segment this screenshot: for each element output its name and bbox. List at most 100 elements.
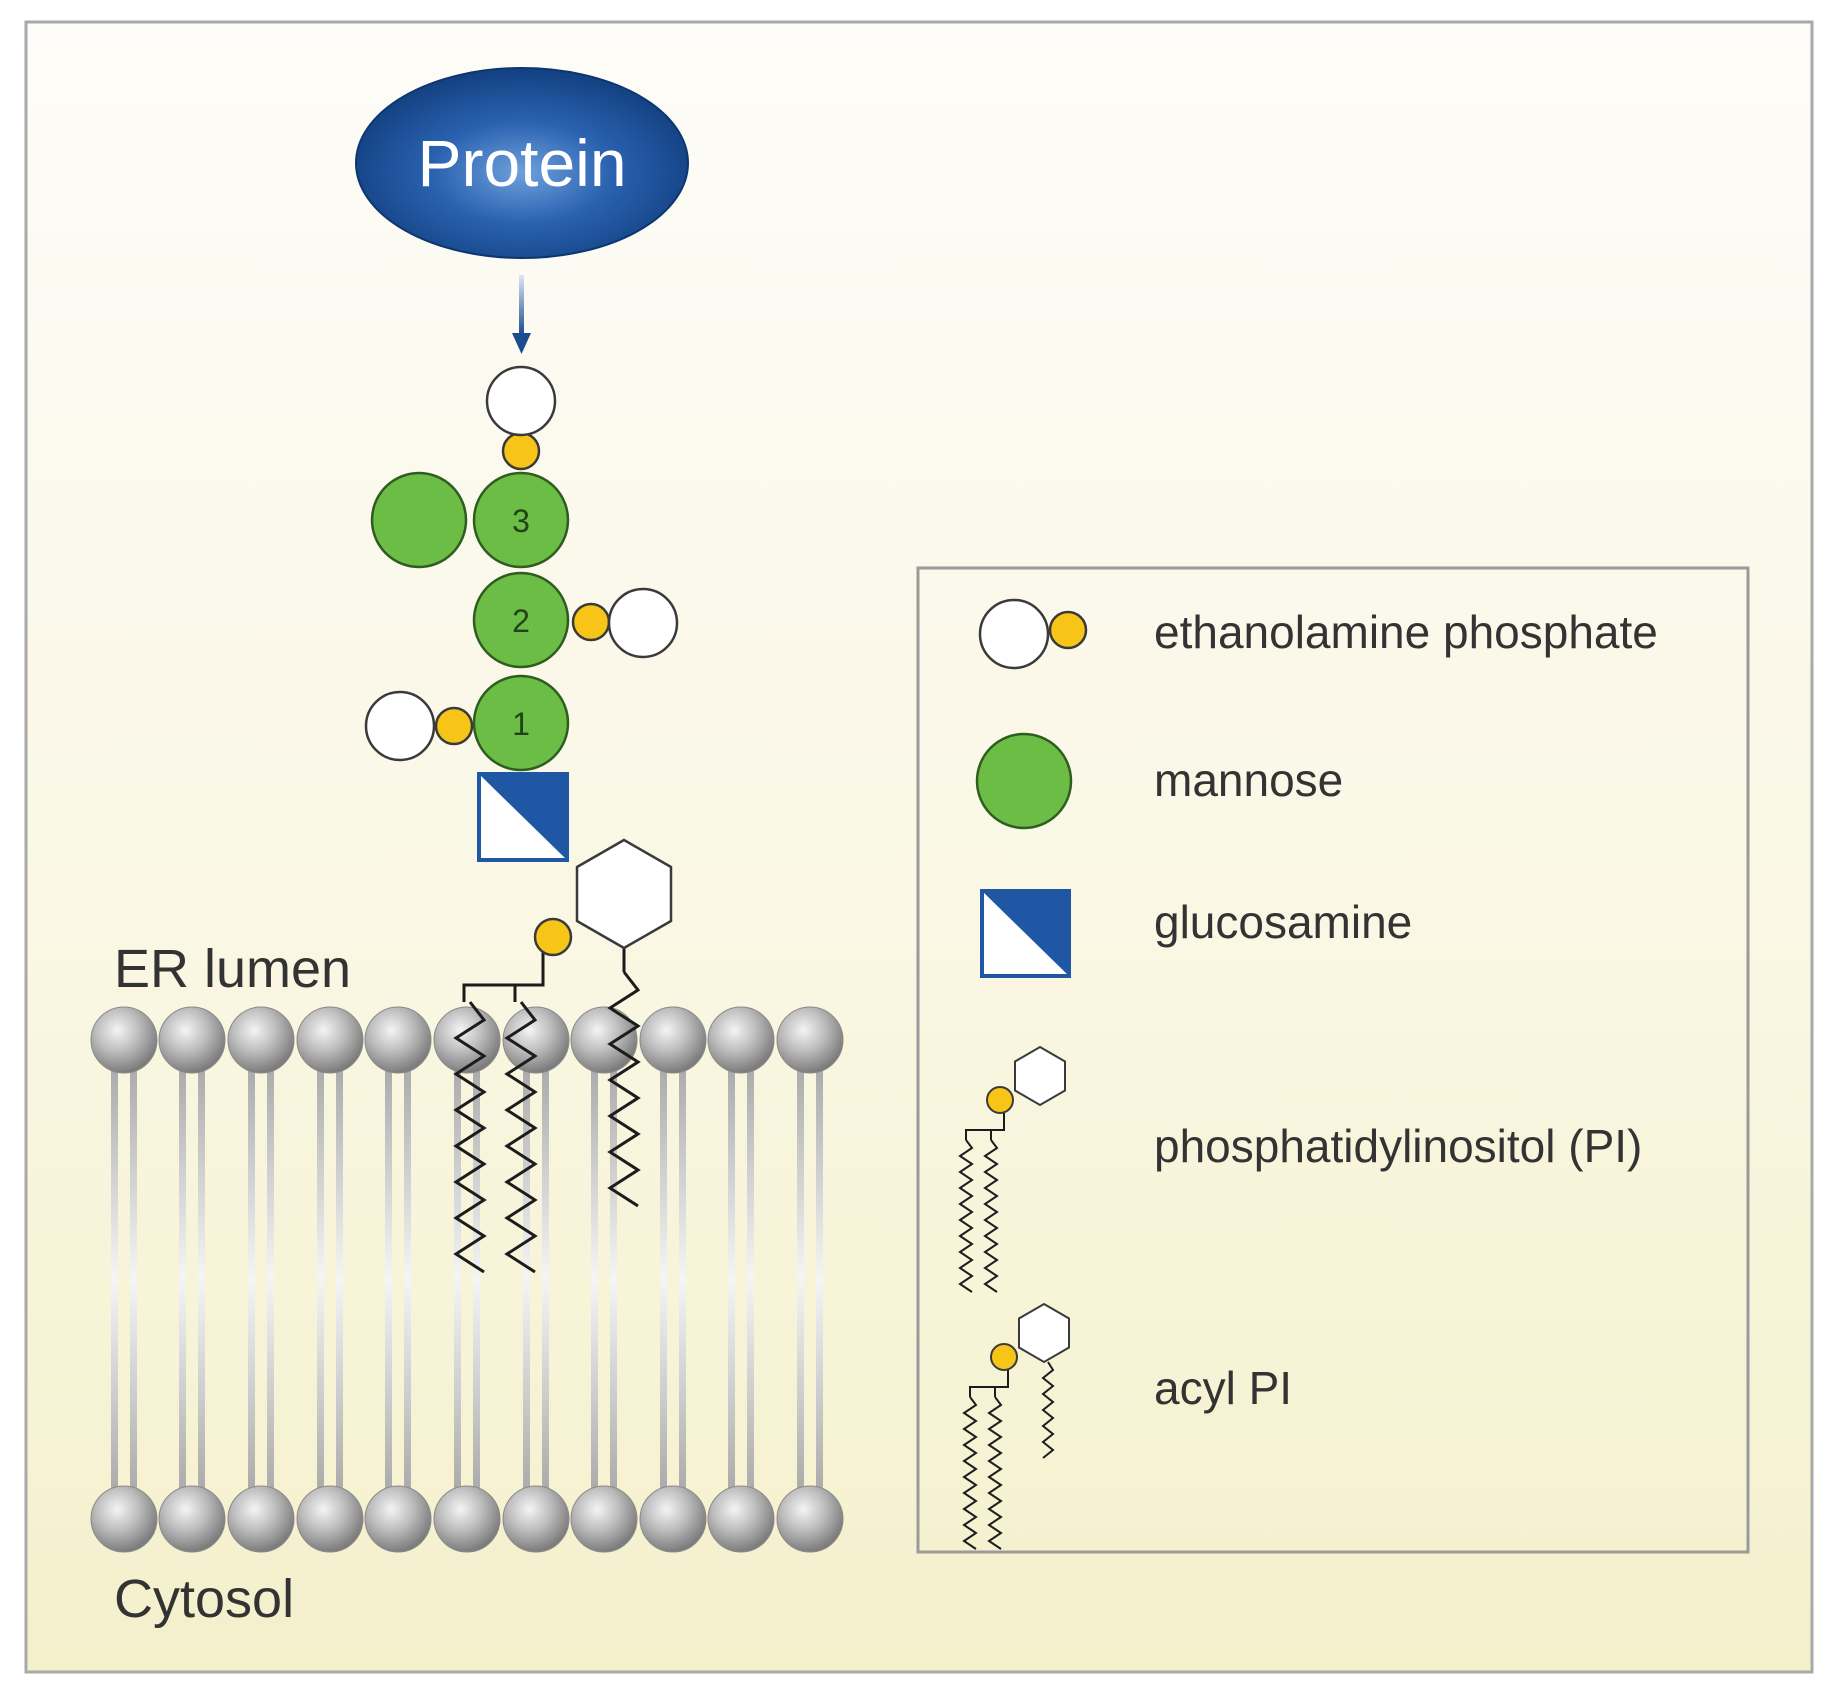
- acyl-chain-tail: [607, 971, 641, 1208]
- ethanolamine-1-icon: [364, 690, 436, 762]
- gpi-lipid-tails: [453, 948, 641, 1274]
- ethanolamine-phosphate-icon: [978, 598, 1088, 670]
- lipid-head-bottom-icon: [227, 1485, 295, 1553]
- lipid-tail-upper: [454, 1060, 461, 1499]
- lipid-tail-upper: [523, 1060, 530, 1499]
- lipid-bilayer: [90, 1006, 844, 1553]
- legend-fatty-acid-1: [958, 1139, 974, 1293]
- lipid-tail-upper: [797, 1060, 804, 1499]
- lipid-tail-upper: [591, 1060, 598, 1499]
- mannose-4-icon: [370, 471, 468, 569]
- phospholipid-3: [227, 1006, 295, 1553]
- legend: ethanolamine phosphate mannose glucosami…: [916, 566, 1750, 1554]
- lipid-tail-lower: [816, 1060, 823, 1499]
- lipid-head-top-icon: [570, 1006, 638, 1074]
- lipid-head-top-icon: [227, 1006, 295, 1074]
- lipid-head-bottom-icon: [639, 1485, 707, 1553]
- mannose-1-icon: [472, 674, 570, 772]
- glucosamine-icon: [477, 772, 569, 862]
- lipid-tail-upper: [248, 1060, 255, 1499]
- legend-inositol-hexagon-icon: [1014, 1045, 1066, 1107]
- mannose-icon: [975, 732, 1073, 830]
- lipid-head-top-icon: [776, 1006, 844, 1074]
- protein-label: Protein: [417, 126, 626, 200]
- lipid-head-top-icon: [296, 1006, 364, 1074]
- lipid-head-top-icon: [707, 1006, 775, 1074]
- acyl-pi-icon: [962, 1302, 1070, 1550]
- inositol-hexagon-icon: [575, 838, 673, 950]
- cytosol-label: Cytosol: [114, 1569, 294, 1629]
- mannose-2-icon: [472, 571, 570, 669]
- phospholipid-1: [90, 1006, 158, 1553]
- phospholipid-7: [502, 1006, 570, 1553]
- legend-label-mannose: mannose: [1154, 754, 1343, 806]
- protein-ellipse: [355, 67, 689, 259]
- legend-frame: [916, 566, 1750, 1554]
- lipid-head-bottom-icon: [158, 1485, 226, 1553]
- legend-label-acyl-pi: acyl PI: [1154, 1362, 1292, 1414]
- phosphate-pi-icon: [533, 917, 573, 957]
- lipid-tail-upper: [385, 1060, 392, 1499]
- legend-acyl-chain: [1041, 1361, 1055, 1459]
- phosphate-2-icon: [571, 602, 611, 642]
- attachment-arrow-icon: [512, 275, 531, 354]
- legend-fatty-acid-2: [983, 1139, 999, 1293]
- phospholipid-8: [570, 1006, 638, 1553]
- legend-label-phosphatidylinositol: phosphatidylinositol (PI): [1154, 1120, 1642, 1172]
- lipid-tail-upper: [660, 1060, 667, 1499]
- legend-fatty-acid-1: [962, 1396, 978, 1550]
- ethanolamine-3-icon: [485, 365, 557, 437]
- lipid-tail-lower: [198, 1060, 205, 1499]
- legend-phosphate-icon: [990, 1343, 1018, 1371]
- legend-phosphate-icon: [986, 1086, 1014, 1114]
- legend-fatty-acid-2: [987, 1396, 1003, 1550]
- lipid-head-bottom-icon: [364, 1485, 432, 1553]
- lipid-head-top-icon: [502, 1006, 570, 1074]
- lipid-tail-lower: [679, 1060, 686, 1499]
- lipid-head-bottom-icon: [90, 1485, 158, 1553]
- fatty-acid-tail-2: [504, 1001, 538, 1274]
- lipid-tail-lower: [747, 1060, 754, 1499]
- phosphatidylinositol-icon: [958, 1045, 1066, 1293]
- legend-label-glucosamine: glucosamine: [1154, 896, 1412, 948]
- fatty-acid-tail-1: [453, 1001, 487, 1274]
- er-lumen-label: ER lumen: [114, 939, 351, 999]
- phospholipid-11: [776, 1006, 844, 1553]
- mannose-1-number: 1: [512, 706, 530, 742]
- phospholipid-10: [707, 1006, 775, 1553]
- lipid-head-bottom-icon: [433, 1485, 501, 1553]
- gpi-core: 1 2 3: [364, 365, 679, 957]
- phospholipid-4: [296, 1006, 364, 1553]
- lipid-head-bottom-icon: [570, 1485, 638, 1553]
- phospholipid-2: [158, 1006, 226, 1553]
- lipid-head-top-icon: [158, 1006, 226, 1074]
- ethanolamine-2-icon: [607, 587, 679, 659]
- lipid-tail-upper: [317, 1060, 324, 1499]
- mannose-2-number: 2: [512, 603, 530, 639]
- lipid-head-bottom-icon: [707, 1485, 775, 1553]
- phosphate-1-icon: [434, 706, 474, 746]
- glycerol-backbone: [462, 948, 545, 1002]
- legend-inositol-hexagon-icon: [1018, 1302, 1070, 1364]
- lipid-tail-lower: [404, 1060, 411, 1499]
- phospholipid-5: [364, 1006, 432, 1553]
- lipid-tail-lower: [610, 1060, 617, 1499]
- lipid-tail-upper: [111, 1060, 118, 1499]
- lipid-head-top-icon: [364, 1006, 432, 1074]
- lipid-tail-lower: [336, 1060, 343, 1499]
- lipid-tail-lower: [267, 1060, 274, 1499]
- lipid-head-top-icon: [90, 1006, 158, 1074]
- lipid-head-top-icon: [433, 1006, 501, 1074]
- legend-glycerol-backbone: [965, 1112, 1005, 1140]
- lipid-tail-lower: [130, 1060, 137, 1499]
- legend-label-ethanolamine-phosphate: ethanolamine phosphate: [1154, 606, 1658, 658]
- lipid-head-bottom-icon: [776, 1485, 844, 1553]
- lipid-head-bottom-icon: [296, 1485, 364, 1553]
- mannose-3-icon: [472, 471, 570, 569]
- phosphate-3-icon: [501, 431, 541, 471]
- lipid-tail-upper: [179, 1060, 186, 1499]
- mannose-3-number: 3: [512, 503, 530, 539]
- lipid-tail-lower: [473, 1060, 480, 1499]
